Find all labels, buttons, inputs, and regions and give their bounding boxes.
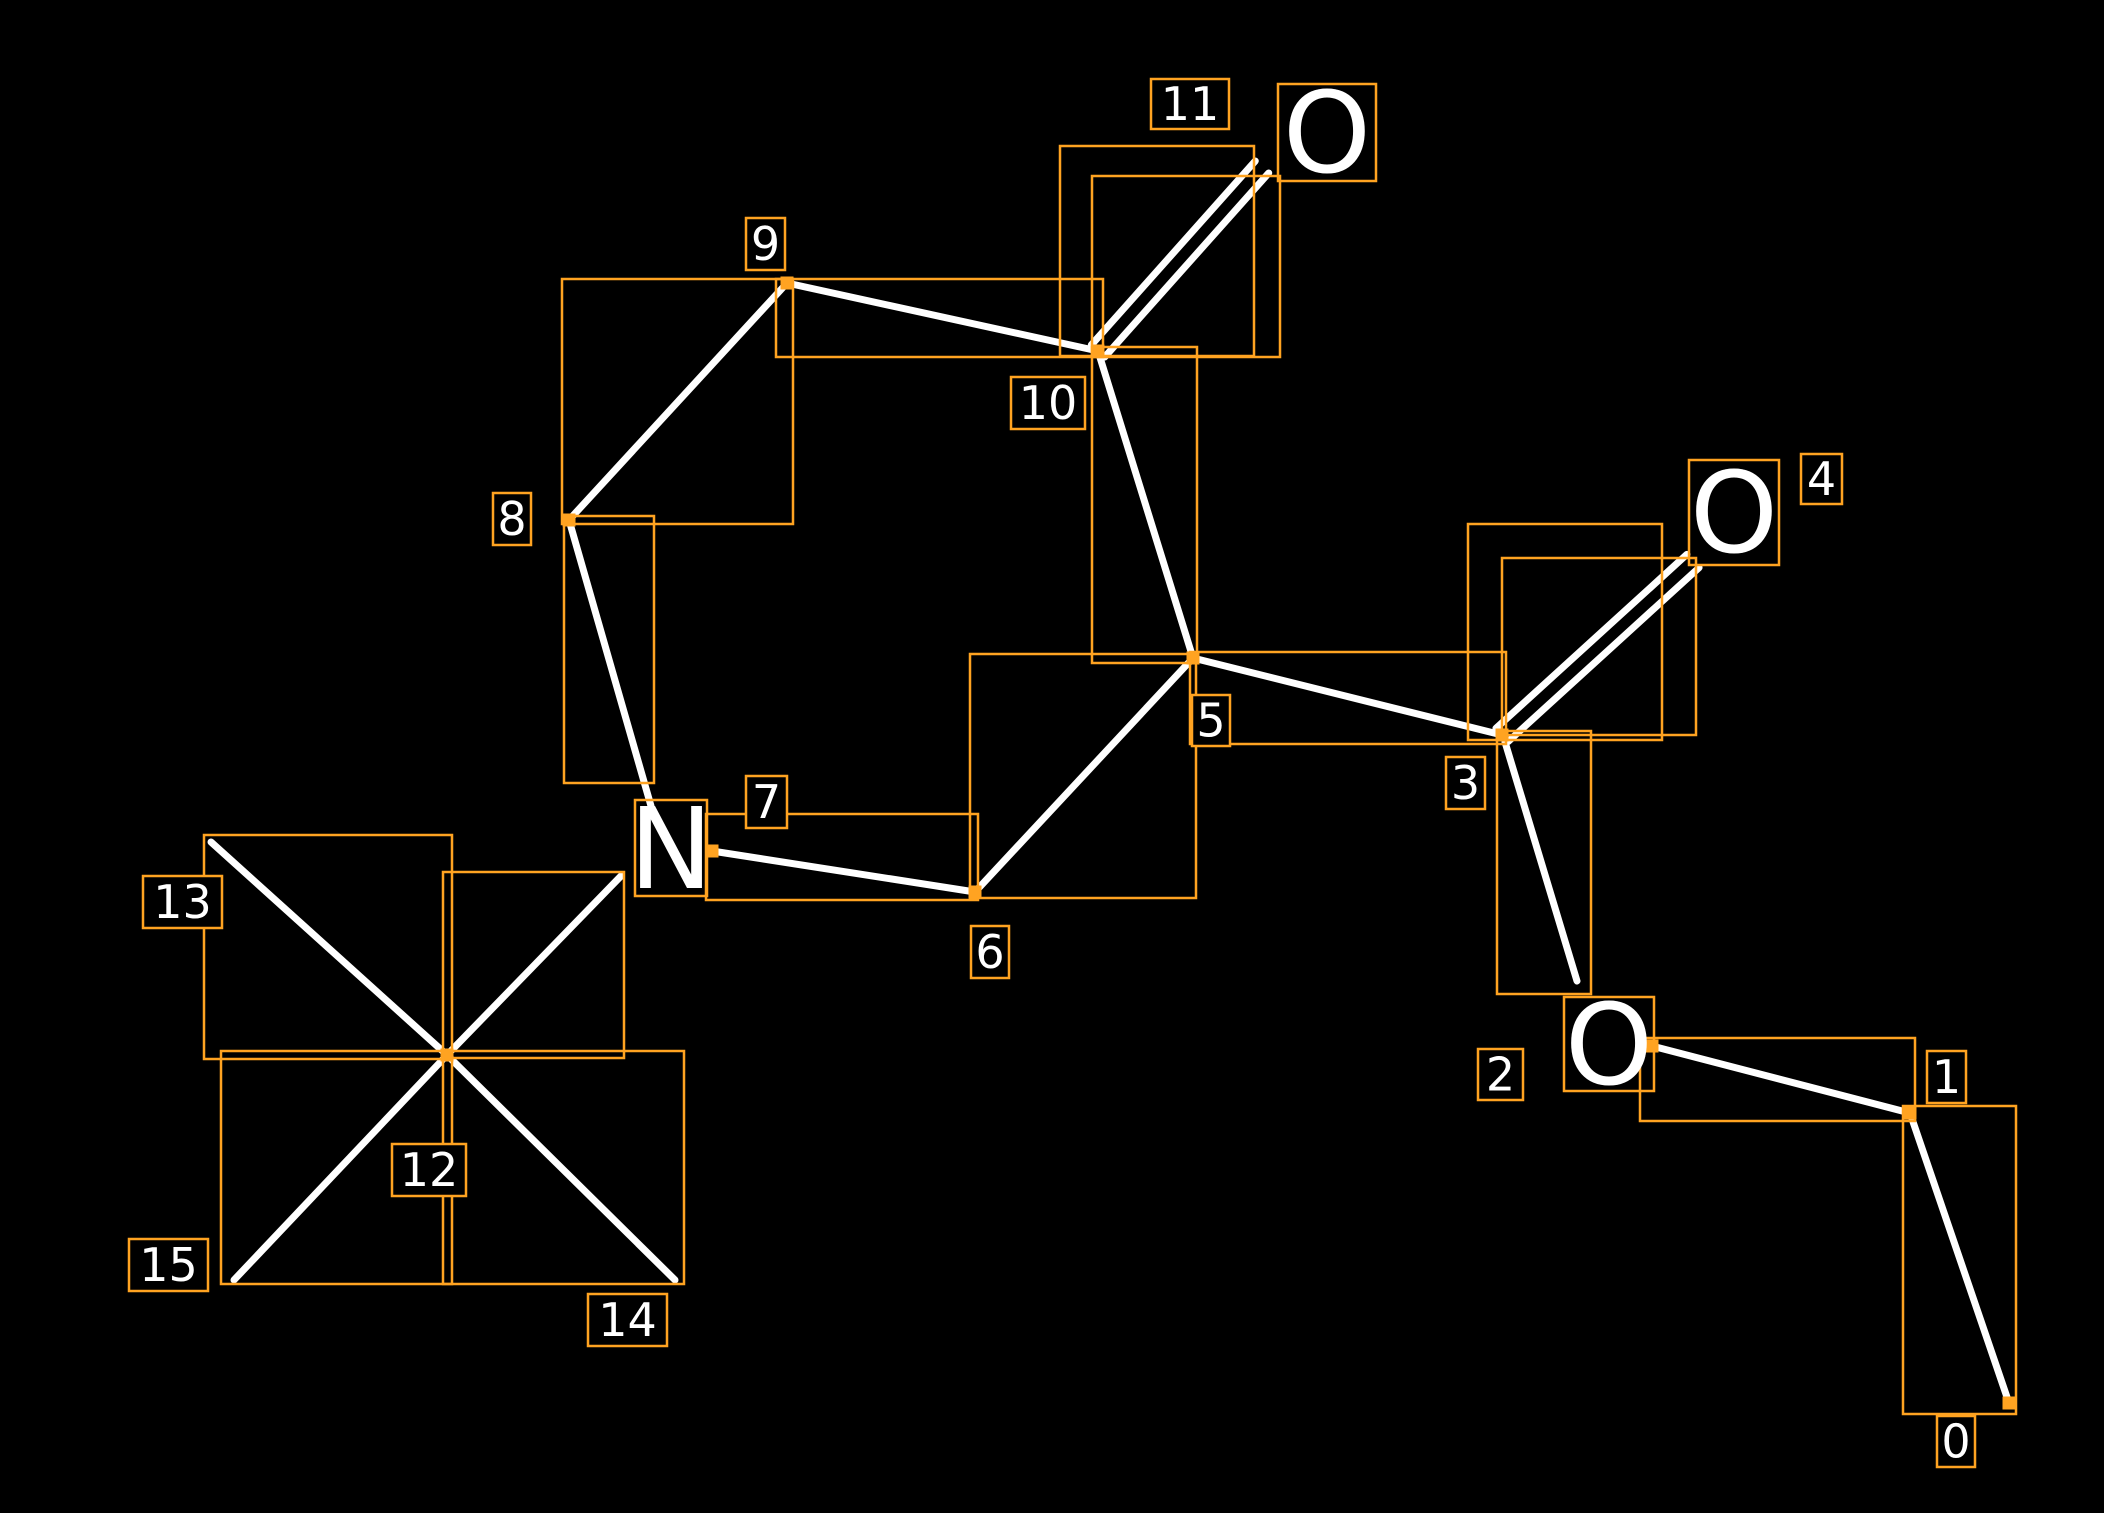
- index-label-box-12: [390, 1142, 468, 1198]
- index-label-6: 6: [975, 925, 1004, 979]
- bbox-bond-3-4-inner: [1466, 522, 1664, 742]
- bond-8-9: [565, 279, 791, 524]
- index-label-box-2: [1476, 1047, 1525, 1102]
- atom-marker-6: [780, 276, 794, 290]
- index-label-1: 1: [1932, 1050, 1961, 1104]
- bbox-bond-1-2: [1638, 1036, 1917, 1123]
- bbox-bond-2-3: [1495, 729, 1593, 996]
- bond-9-10: [783, 279, 1102, 355]
- index-label-14: 14: [598, 1293, 657, 1347]
- atom-marker-10: [705, 844, 719, 858]
- index-label-box-15: [127, 1237, 210, 1293]
- bbox-bond-5-6: [968, 652, 1198, 900]
- bbox-bond-10-11-outer: [1090, 174, 1282, 359]
- element-symbol-O-atom-2: O: [1565, 981, 1653, 1111]
- index-label-box-13: [141, 874, 224, 930]
- atom-marker-1: [1903, 1106, 1917, 1120]
- bbox-bond-10-11-inner: [1058, 144, 1256, 358]
- bbox-bond-8-9: [560, 277, 795, 526]
- index-label-11: 11: [1161, 77, 1220, 131]
- bond-6-7: [708, 847, 979, 896]
- index-label-box-1: [1925, 1049, 1968, 1105]
- bond-3-4-line2: [1504, 564, 1703, 746]
- atom-marker-0: [2002, 1396, 2016, 1410]
- atom-marker-8: [440, 1048, 454, 1062]
- bond-12-14: [443, 1051, 679, 1284]
- index-label-0: 0: [1941, 1415, 1970, 1469]
- bond-12-15: [230, 1051, 451, 1284]
- element-symbol-O-atom-4: O: [1690, 449, 1778, 579]
- atom-marker-7: [1091, 344, 1105, 358]
- bond-5-6: [971, 654, 1197, 896]
- bbox-atom-11-O: [1276, 82, 1378, 183]
- bond-0-1: [1906, 1109, 2013, 1407]
- element-symbol-O-atom-11: O: [1283, 69, 1371, 199]
- atom-marker-4: [968, 885, 982, 899]
- bond-7-8: [565, 516, 655, 810]
- bond-12-up-right: [443, 872, 625, 1059]
- bbox-bond-12-13: [202, 833, 454, 1061]
- index-label-box-10: [1009, 375, 1087, 431]
- index-label-13: 13: [153, 875, 212, 929]
- index-label-box-5: [1190, 693, 1232, 748]
- bbox-bond-12-up-right: [441, 870, 626, 1060]
- index-label-box-3: [1444, 755, 1487, 811]
- index-label-box-8: [491, 491, 533, 547]
- bbox-bond-3-5: [1188, 650, 1508, 746]
- bbox-bond-3-4-outer: [1500, 556, 1698, 737]
- index-label-5: 5: [1196, 694, 1225, 748]
- bond-12-13: [207, 838, 451, 1059]
- bond-5-10: [1094, 347, 1197, 662]
- bond-10-11-line1: [1087, 157, 1259, 349]
- bbox-bond-5-10: [1090, 345, 1199, 665]
- atom-marker-2: [1495, 728, 1509, 742]
- bond-1-2: [1648, 1042, 1914, 1117]
- index-label-15: 15: [139, 1238, 198, 1292]
- atom-marker-9: [1645, 1039, 1659, 1053]
- index-label-box-0: [1935, 1414, 1977, 1469]
- bond-3-4-line1: [1492, 550, 1691, 732]
- index-label-10: 10: [1019, 376, 1078, 430]
- index-label-box-7: [744, 774, 789, 830]
- index-label-box-9: [744, 216, 787, 272]
- index-label-7: 7: [752, 775, 781, 829]
- bond-2-3: [1501, 738, 1581, 985]
- bbox-bond-7-8: [562, 514, 656, 785]
- bond-3-5: [1189, 654, 1506, 739]
- index-label-box-6: [969, 924, 1011, 980]
- index-label-box-14: [586, 1292, 669, 1348]
- index-label-4: 4: [1807, 452, 1836, 506]
- bbox-bond-0-1: [1901, 1104, 2018, 1416]
- index-label-8: 8: [497, 492, 526, 546]
- index-label-2: 2: [1486, 1048, 1515, 1102]
- element-symbol-N-atom-7: N: [629, 785, 713, 915]
- index-label-12: 12: [400, 1143, 459, 1197]
- index-label-9: 9: [751, 217, 780, 271]
- bbox-bond-9-10: [774, 277, 1105, 359]
- index-label-box-11: [1149, 77, 1231, 131]
- atom-marker-5: [562, 513, 576, 527]
- index-label-3: 3: [1451, 756, 1480, 810]
- atom-marker-3: [1186, 651, 1200, 665]
- bond-10-11-line2: [1101, 169, 1273, 361]
- index-label-box-4: [1799, 452, 1844, 506]
- bbox-atom-4-O: [1687, 458, 1781, 567]
